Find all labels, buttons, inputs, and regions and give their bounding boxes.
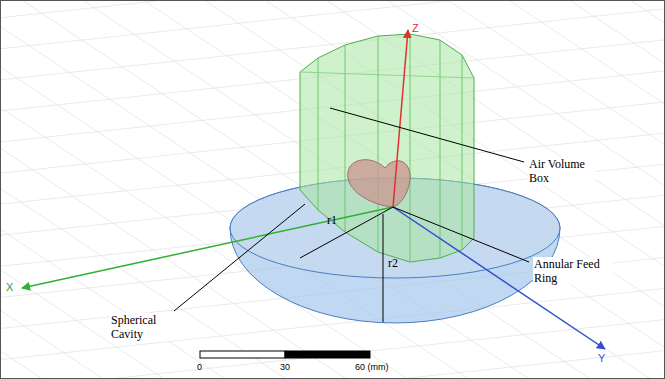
axis-label: X: [6, 281, 13, 293]
leader-line: [330, 108, 524, 162]
grid-line: [1, 5, 73, 378]
grid-line: [1, 1, 625, 378]
grid-line: [483, 1, 664, 378]
grid-line: [1, 1, 533, 378]
part-label: Air Volume Box: [528, 157, 596, 185]
box-edge: [300, 72, 474, 78]
feed-ring: [348, 160, 410, 207]
grid-line: [1, 341, 664, 378]
box-facet: [378, 36, 379, 252]
box-facet: [462, 55, 463, 250]
scale-label: 0: [197, 362, 202, 373]
grid-line: [1, 1, 303, 378]
leader-line: [393, 207, 529, 262]
grid-line: [69, 1, 664, 378]
box-facet: [440, 40, 441, 258]
scale-bar: [285, 351, 370, 358]
box-facet: [410, 34, 411, 262]
grid-line: [1, 1, 257, 378]
grid-line: [575, 1, 664, 378]
grid-line: [1, 1, 119, 378]
axis-label: Z: [412, 22, 419, 34]
dimension-label: r2: [388, 256, 398, 270]
box-facet: [345, 45, 346, 232]
grid-line: [23, 1, 664, 378]
grid-line: [253, 1, 664, 378]
radius-line: [383, 214, 384, 322]
x-axis: [22, 207, 393, 288]
grid-line: [1, 1, 211, 378]
grid-line: [115, 1, 664, 378]
grid-line: [1, 1, 579, 378]
scale-bar: [200, 351, 285, 358]
axis-label: Y: [598, 352, 605, 364]
grid-line: [1, 15, 27, 378]
air-volume-box: [300, 34, 474, 262]
scale-label: 60 (mm): [355, 362, 389, 373]
grid-line: [1, 315, 664, 378]
box-surface: [300, 34, 474, 262]
part-label: Spherical Cavity: [110, 313, 172, 341]
scale-label: 30: [280, 362, 290, 373]
grid-line: [1, 1, 664, 19]
z-axis: [393, 30, 408, 207]
grid-line: [621, 1, 664, 378]
box-facet: [318, 58, 319, 210]
dimension-label: r1: [327, 213, 337, 227]
grid-line: [161, 1, 664, 378]
part-label: Annular Feed Ring: [533, 257, 613, 285]
grid-line: [1, 1, 664, 46]
leader-line: [174, 204, 305, 311]
radius-line: [300, 207, 393, 258]
